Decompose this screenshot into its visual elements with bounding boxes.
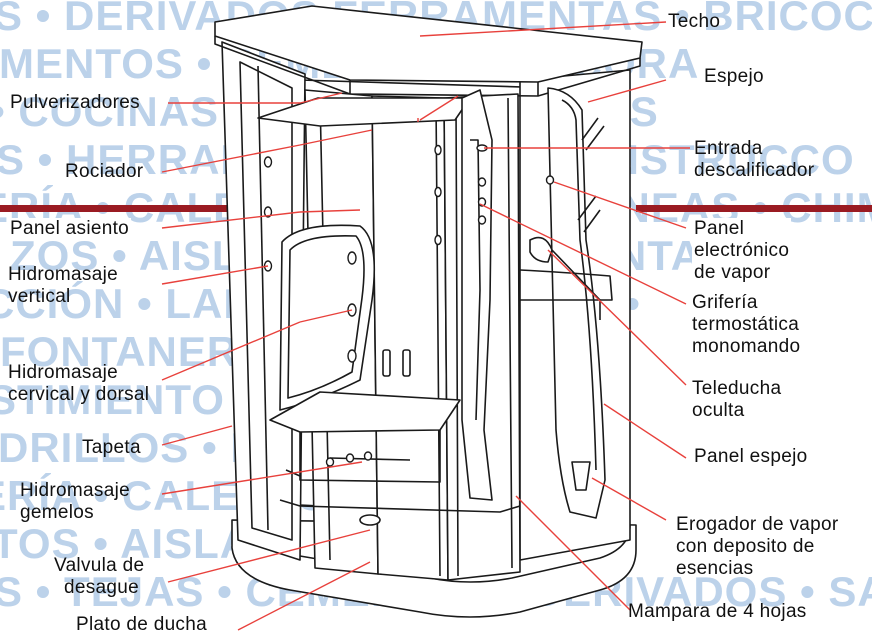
label-pulverizadores: Pulverizadores [10, 92, 140, 113]
label-tapeta: Tapeta [82, 437, 141, 458]
label-rociador: Rociador [65, 161, 144, 182]
label-hidromasaje-vertical: Hidromasaje vertical [8, 264, 118, 307]
accent-band-right [636, 205, 872, 212]
label-griferia: Grifería termostática monomando [692, 292, 801, 357]
label-teleducha: Teleducha oculta [692, 378, 782, 421]
leader-lines [161, 21, 690, 631]
label-hidromasaje-gemelos: Hidromasaje gemelos [20, 480, 130, 523]
label-panel-espejo: Panel espejo [694, 446, 808, 467]
label-valvula-desague: Valvula de desague [54, 555, 145, 598]
accent-band-left [0, 205, 238, 212]
hidden-hand-shower [529, 236, 553, 263]
control-column [461, 89, 493, 501]
label-panel-asiento: Panel asiento [8, 218, 132, 240]
mirror-panel [547, 87, 606, 519]
label-entrada-descalificador: Entrada descalificador [694, 138, 815, 181]
steam-outlet [571, 461, 591, 491]
label-techo: Techo [668, 11, 721, 32]
seat [269, 391, 461, 433]
label-espejo: Espejo [704, 66, 764, 87]
label-hidromasaje-cervical: Hidromasaje cervical y dorsal [8, 362, 150, 405]
roof [214, 5, 643, 83]
label-panel-electronico: Panel electrónico de vapor [692, 218, 792, 284]
label-mampara: Mampara de 4 hojas [628, 601, 807, 622]
label-erogador: Erogador de vapor con deposito de esenci… [676, 514, 839, 579]
label-plato-ducha: Plato de ducha [76, 614, 207, 635]
